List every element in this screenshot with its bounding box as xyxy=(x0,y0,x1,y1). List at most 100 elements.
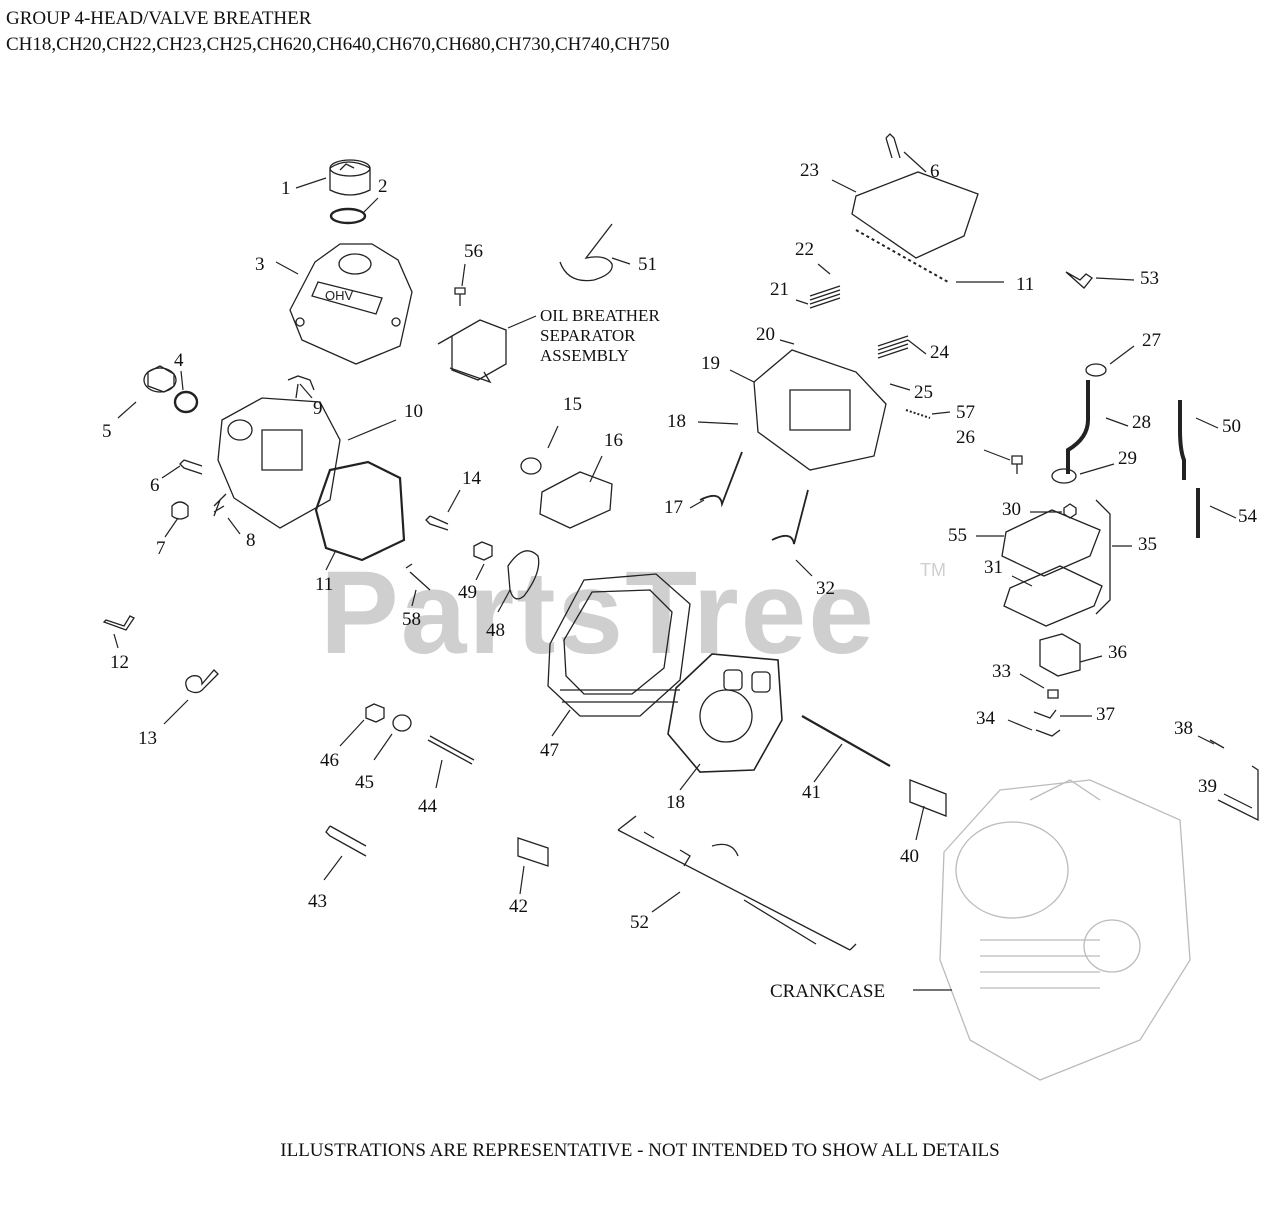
callout-number-4: 4 xyxy=(174,350,184,371)
callout-number-11: 11 xyxy=(315,574,333,595)
callout-leader-5 xyxy=(117,401,137,419)
clamp-27 xyxy=(1085,363,1107,377)
clip-53 xyxy=(1065,271,1093,289)
callout-number-18: 18 xyxy=(666,792,685,813)
callout-leader-34 xyxy=(1007,719,1033,731)
crankcase-label: CRANKCASE xyxy=(770,981,885,1002)
callout-leader-6 xyxy=(161,465,181,479)
callout-number-51: 51 xyxy=(638,254,657,275)
clip-34 xyxy=(1035,729,1061,737)
callout-number-52: 52 xyxy=(630,912,649,933)
callout-number-17: 17 xyxy=(664,497,683,518)
group-title: GROUP 4-HEAD/VALVE BREATHER xyxy=(6,8,312,29)
callout-number-47: 47 xyxy=(540,740,559,761)
callout-number-5: 5 xyxy=(102,421,112,442)
nut-46 xyxy=(365,703,385,723)
callout-leader-10 xyxy=(347,419,397,441)
callout-number-36: 36 xyxy=(1108,642,1127,663)
fitting xyxy=(213,493,227,517)
oil-breather-leader xyxy=(507,315,537,329)
callout-leader-20 xyxy=(779,339,795,345)
callout-leader-15 xyxy=(547,425,559,449)
callout-leader-24 xyxy=(907,339,927,355)
callout-leader-50 xyxy=(1195,417,1219,429)
head-gasket xyxy=(667,653,783,773)
callout-number-24: 24 xyxy=(930,342,950,363)
stud-58 xyxy=(405,563,431,591)
callout-number-7: 7 xyxy=(156,538,166,559)
hose-50 xyxy=(1178,400,1186,480)
callout-number-37: 37 xyxy=(1096,704,1115,725)
callout-number-53: 53 xyxy=(1140,268,1159,289)
callout-number-6: 6 xyxy=(930,161,940,182)
callout-leader-27 xyxy=(1109,345,1135,365)
callout-number-39: 39 xyxy=(1198,776,1217,797)
callout-number-58: 58 xyxy=(402,609,421,630)
callout-leader-57 xyxy=(931,411,951,415)
callout-leader-19 xyxy=(729,369,755,383)
callout-number-15: 15 xyxy=(563,394,582,415)
callout-number-43: 43 xyxy=(308,891,327,912)
hose-28 xyxy=(1066,380,1090,474)
callout-leader-8 xyxy=(227,517,241,535)
bolt-38 xyxy=(1209,739,1225,749)
callout-number-6: 6 xyxy=(150,475,160,496)
push-rod xyxy=(801,715,891,767)
callout-number-2: 2 xyxy=(378,176,388,197)
callout-leader-54 xyxy=(1209,505,1237,519)
callout-leader-43 xyxy=(323,855,343,881)
valve-spring-24 xyxy=(877,335,909,359)
callout-leader-58 xyxy=(411,589,417,607)
oil-breather-label-2: SEPARATOR xyxy=(540,326,636,345)
rocker-kit-bracket xyxy=(617,815,857,951)
callout-leader-17 xyxy=(689,499,705,509)
callout-number-56: 56 xyxy=(464,241,483,262)
callout-leader-3 xyxy=(275,261,299,275)
callout-number-20: 20 xyxy=(756,324,775,345)
callout-number-49: 49 xyxy=(458,582,477,603)
callout-number-8: 8 xyxy=(246,530,256,551)
callout-number-22: 22 xyxy=(795,239,814,260)
watermark: PartsTree xyxy=(320,547,876,679)
cover-gasket xyxy=(314,460,406,562)
callout-number-35: 35 xyxy=(1138,534,1157,555)
bolt-14 xyxy=(425,515,449,531)
callout-leader-18 xyxy=(679,763,701,791)
callout-number-41: 41 xyxy=(802,782,821,803)
rocker-cover xyxy=(851,171,979,259)
bolt-43 xyxy=(325,825,367,857)
callout-number-21: 21 xyxy=(770,279,789,300)
valve-cover-ohv: OHV xyxy=(289,243,413,365)
callout-number-18: 18 xyxy=(667,411,686,432)
callout-leader-18 xyxy=(697,421,739,425)
callout-number-25: 25 xyxy=(914,382,933,403)
disclaimer-footer: ILLUSTRATIONS ARE REPRESENTATIVE - NOT I… xyxy=(280,1140,1000,1161)
o-ring xyxy=(329,207,367,225)
callout-number-42: 42 xyxy=(509,896,528,917)
callout-leader-52 xyxy=(651,891,681,913)
part-drawings: OHV xyxy=(102,133,1259,1081)
callout-leader-1 xyxy=(295,177,327,189)
gasket-strip xyxy=(855,229,949,283)
callout-leader-33 xyxy=(1019,673,1045,689)
bolt-left xyxy=(179,459,203,475)
callout-number-50: 50 xyxy=(1222,416,1241,437)
callout-leader-31 xyxy=(1011,575,1033,587)
oil-breather-label-1: OIL BREATHER xyxy=(540,306,660,325)
callout-number-32: 32 xyxy=(816,578,835,599)
callout-leader-2 xyxy=(363,197,379,213)
callout-leader-40 xyxy=(915,805,925,841)
callout-number-1: 1 xyxy=(281,178,291,199)
clip-37 xyxy=(1033,709,1057,719)
callout-leader-26 xyxy=(983,449,1011,461)
elbow-fitting xyxy=(287,375,315,399)
callout-leader-16 xyxy=(589,455,603,483)
block-36 xyxy=(1039,633,1081,677)
callout-number-3: 3 xyxy=(255,254,265,275)
valve-head-19 xyxy=(753,349,887,471)
clamp-29 xyxy=(1051,468,1077,484)
cap-and-ring xyxy=(143,365,199,414)
bracket-small xyxy=(102,615,135,631)
valve-32 xyxy=(771,489,809,545)
